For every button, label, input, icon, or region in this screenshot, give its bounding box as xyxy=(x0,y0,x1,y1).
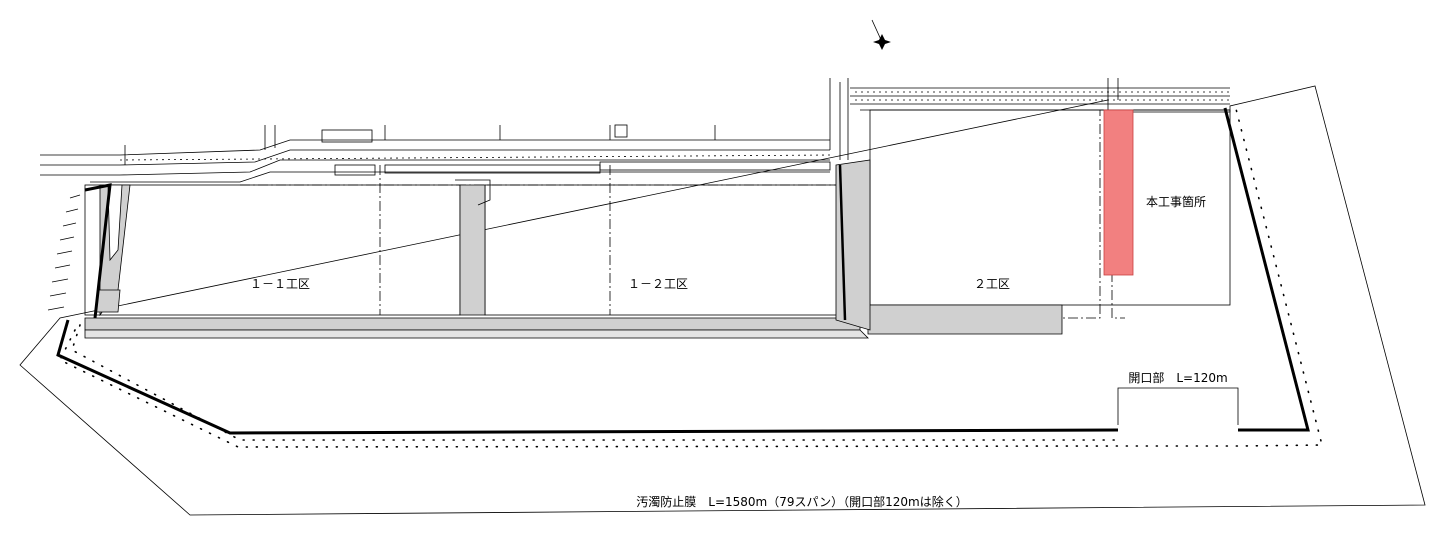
site-office-area xyxy=(1103,109,1134,276)
opening-bracket xyxy=(1117,387,1239,425)
parking-area xyxy=(47,194,81,311)
quay-walls xyxy=(84,159,1063,339)
section-outlines xyxy=(84,109,1231,319)
silt-fence-line-right xyxy=(1223,107,1310,432)
zone-1-2-label: １－２工区 xyxy=(628,277,688,291)
site-office-label: 本工事箇所 xyxy=(1146,195,1206,209)
zone-2-label: ２工区 xyxy=(974,277,1010,291)
north-arrow-icon xyxy=(871,19,891,50)
road-network xyxy=(40,78,1230,183)
opening-label: 開口部 L=120m xyxy=(1128,370,1227,385)
outer-boundary xyxy=(19,85,1426,516)
footer-note: 汚濁防止膜 L=1580m（79スパン）（開口部120mは除く） xyxy=(636,494,967,509)
zone-1-1-label: １－１工区 xyxy=(250,277,310,291)
road-markings xyxy=(119,91,1230,161)
silt-fence-line-left xyxy=(56,319,1119,435)
